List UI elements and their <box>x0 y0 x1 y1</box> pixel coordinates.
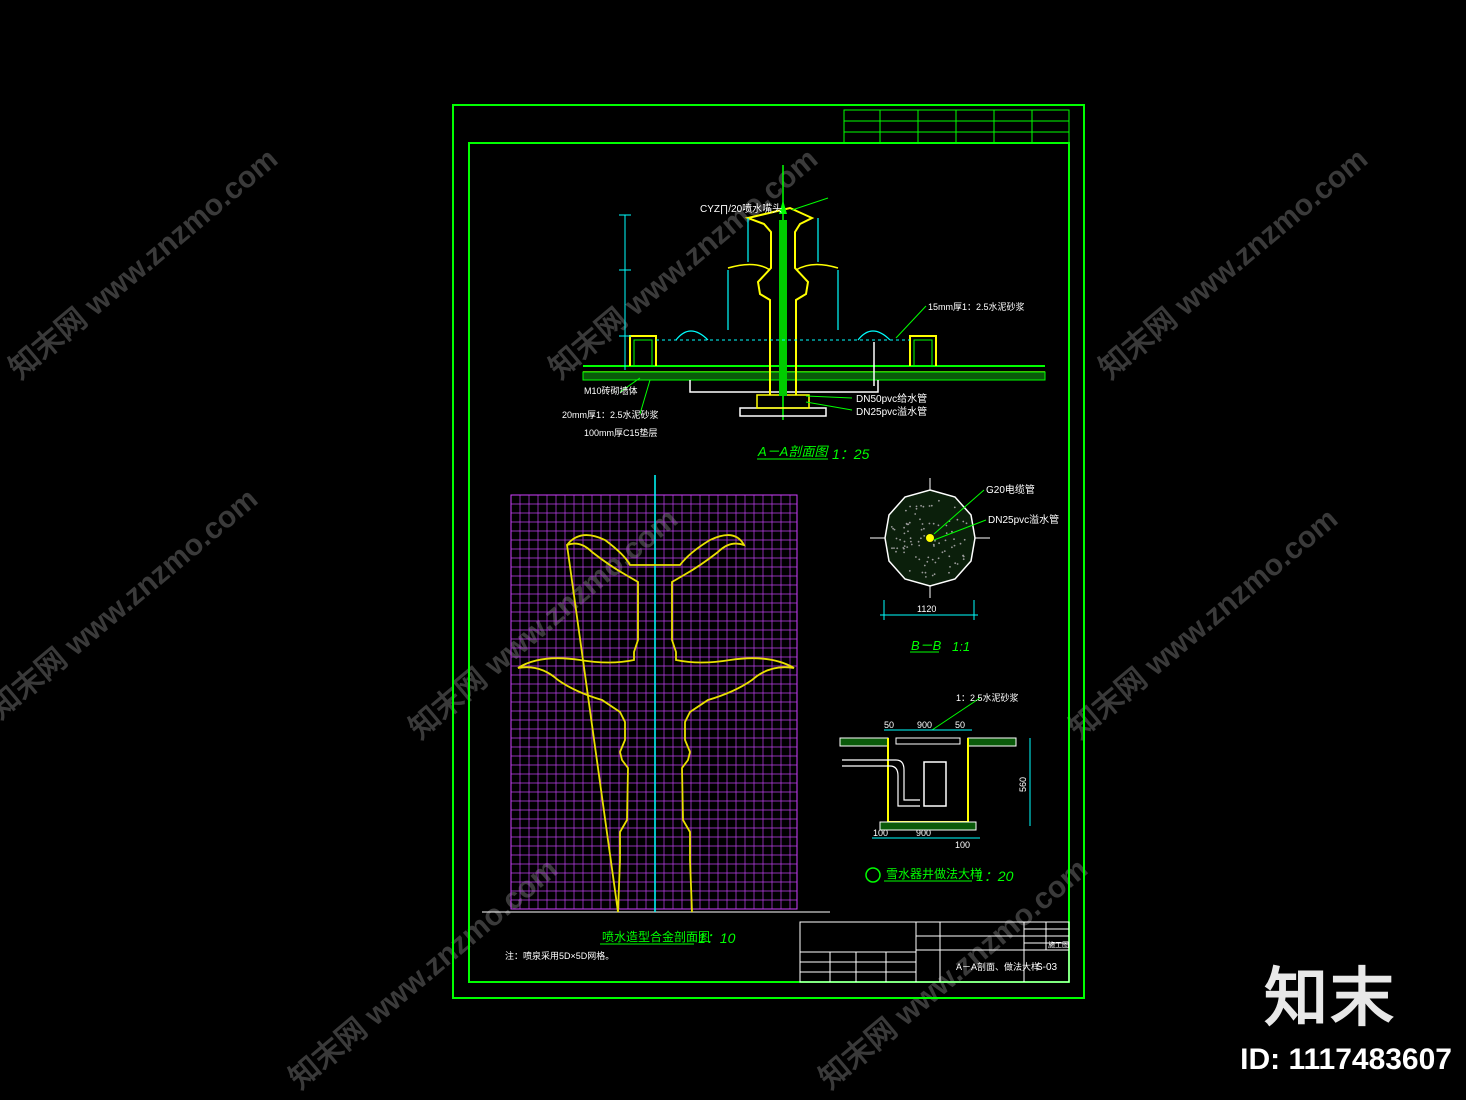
well-detail-scale: 1：20 <box>976 868 1014 884</box>
callout-pipe-dn50: DN50pvc给水管 <box>856 392 927 405</box>
well-gap-right: 100 <box>955 840 970 850</box>
well-gap-left: 100 <box>873 828 888 838</box>
title-block <box>799 921 1070 983</box>
callout-layer-d: 100mm厚C15垫层 <box>584 427 658 438</box>
brand-logo: 知末 <box>1264 962 1396 1036</box>
well-height-dim: 560 <box>1018 777 1028 792</box>
watermark-text: 知末网 www.znzmo.com <box>1063 502 1344 745</box>
grid-note: 注：喷泉采用5D×5D网格。 <box>505 950 614 961</box>
outer-frame <box>452 104 1085 999</box>
watermark-text: 知末网 www.znzmo.com <box>1093 142 1374 385</box>
grid-view-scale: 1：10 <box>698 930 736 946</box>
well-top-dim: 900 <box>917 720 932 730</box>
callout-layer-b: M10砖砌墙体 <box>584 385 638 396</box>
callout-bb-g20: G20电缆管 <box>986 483 1035 496</box>
title-block-stage: 施工图 <box>1048 940 1069 949</box>
callout-pipe-dn25: DN25pvc溢水管 <box>856 405 927 418</box>
callout-nozzle: CYZ∏/20喷水嘴头 <box>700 203 782 215</box>
title-block-drawing-no: S-03 <box>1036 962 1058 973</box>
well-edge-right: 50 <box>955 720 965 730</box>
section-bb: G20电缆管 DN25pvc溢水管 1120 B－B 1:1 <box>870 478 1059 654</box>
revision-table <box>843 109 1070 144</box>
watermark-id: ID: 1117483607 <box>1240 1043 1452 1076</box>
watermark-text: 知末网 www.znzmo.com <box>3 142 284 385</box>
grid-view: 注：喷泉采用5D×5D网格。 喷水造型合金剖面图 1：10 <box>482 475 830 961</box>
section-aa-scale: 1：25 <box>832 446 870 462</box>
bb-width-dim: 1120 <box>917 604 936 614</box>
section-aa: CYZ∏/20喷水嘴头 15mm厚1：2.5水泥砂浆 M10砖砌墙体 20mm厚… <box>562 165 1046 462</box>
watermark-text: 知末网 www.znzmo.com <box>403 502 684 745</box>
watermark-text: 知末网 www.znzmo.com <box>283 852 564 1095</box>
callout-bb-dn25: DN25pvc溢水管 <box>988 513 1059 526</box>
title-block-drawing-name: A－A剖面、做法大样 <box>956 961 1040 972</box>
well-detail-title: 雪水器井做法大样 <box>886 866 982 881</box>
callout-layer-c: 20mm厚1：2.5水泥砂浆 <box>562 409 659 420</box>
watermark-text: 知末网 www.znzmo.com <box>0 482 264 725</box>
well-edge-left: 50 <box>884 720 894 730</box>
well-detail: 1：2.5水泥砂浆 50 900 50 100 900 100 560 雪水器井… <box>839 692 1031 884</box>
callout-layer-a: 15mm厚1：2.5水泥砂浆 <box>928 301 1025 312</box>
watermark-layer: 知末网 www.znzmo.com 知末网 www.znzmo.com 知末网 … <box>0 142 1374 1095</box>
well-bottom-dim: 900 <box>916 828 931 838</box>
watermark-text: 知末网 www.znzmo.com <box>813 852 1094 1095</box>
section-aa-title: A－A剖面图 <box>757 444 829 459</box>
section-bb-title: B－B <box>911 638 942 653</box>
grid-view-title: 喷水造型合金剖面图 <box>602 929 710 944</box>
inner-frame <box>468 142 1070 983</box>
callout-cement-mortar: 1：2.5水泥砂浆 <box>956 692 1019 703</box>
section-bb-scale: 1:1 <box>952 639 970 654</box>
